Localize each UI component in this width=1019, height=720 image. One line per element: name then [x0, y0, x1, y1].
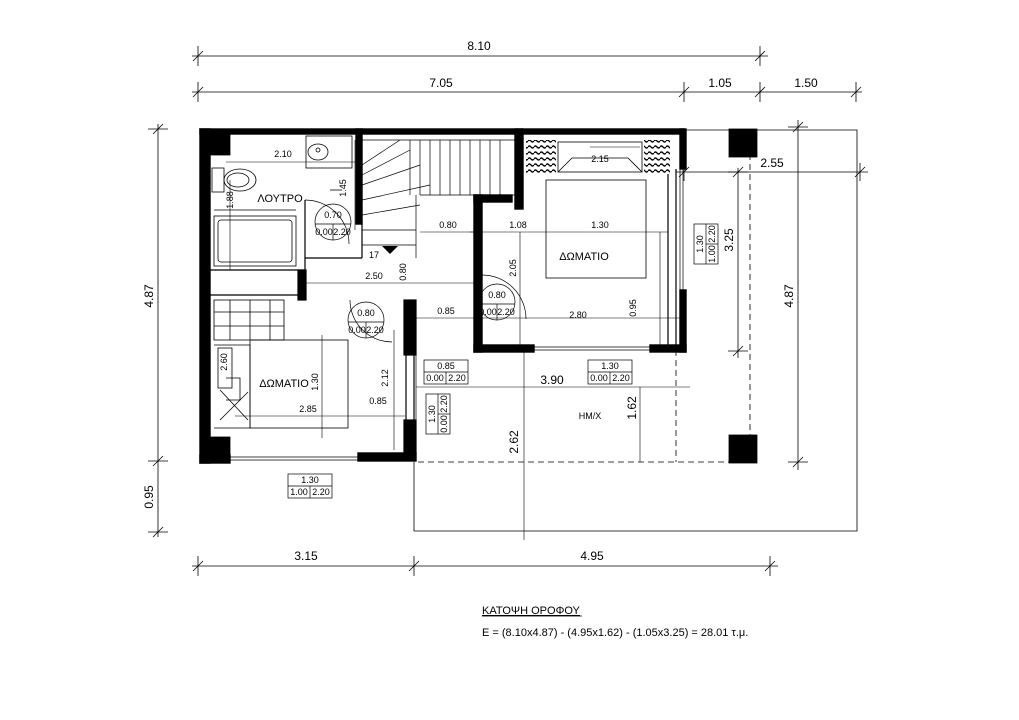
columns	[199, 128, 758, 464]
window-w2-sill: 0.00	[590, 373, 608, 383]
dim-room2-h: 1.30	[310, 373, 320, 391]
dim-room2-side: 2.60	[219, 353, 229, 371]
dim-room2-w: 2.85	[299, 404, 317, 414]
dim-stair-c: 1.08	[509, 220, 527, 230]
dim-right-line	[676, 120, 868, 470]
dim-top-c: 1.50	[794, 76, 818, 90]
door-d1-width: 0.70	[324, 210, 342, 220]
dim-right-top: 2.55	[760, 156, 784, 170]
dim-room2-v: 2.12	[380, 369, 390, 387]
room2-furniture	[213, 299, 349, 429]
dim-bal-w: 3.90	[540, 373, 564, 387]
window-w1-sill: 0.00	[426, 373, 444, 383]
dim-room1-b: 2.80	[569, 310, 587, 320]
area-formula: E = (8.10x4.87) - (4.95x1.62) - (1.05x3.…	[482, 627, 748, 639]
dim-top-total-line	[192, 46, 768, 66]
door-swings	[304, 199, 527, 343]
room-label-room2: ΔΩΜΑΤΙΟ	[259, 378, 309, 390]
dim-bal-h: 1.62	[625, 396, 639, 420]
room1-furniture	[526, 140, 670, 279]
window-w5-width: 1.30	[695, 235, 705, 253]
dim-bath-h2: 1.88	[225, 191, 235, 209]
dim-top-a: 7.05	[429, 76, 453, 90]
window-w2-height: 2.20	[612, 373, 630, 383]
dim-right-mid: 3.25	[722, 228, 736, 252]
door-d1-height: 2.20	[333, 227, 351, 237]
dim-bottom-line	[192, 556, 778, 576]
stair-number: 17	[369, 250, 379, 260]
door-d3-sill: 0.00	[479, 307, 497, 317]
dim-room1-v: 2.05	[508, 259, 518, 277]
room-label-room1: ΔΩΜΑΤΙΟ	[559, 251, 609, 263]
stair-arrow-icon	[382, 246, 398, 254]
dim-left-lower: 0.95	[142, 485, 156, 509]
window-w1-height: 2.20	[448, 373, 466, 383]
window-w4-height: 2.20	[439, 395, 449, 413]
dim-hall-w: 2.50	[365, 271, 383, 281]
dim-bal-lower: 2.62	[507, 430, 521, 454]
door-d3-height: 2.20	[497, 307, 515, 317]
room-label-balcony: ΗΜ/Χ	[579, 411, 602, 421]
bathroom-fixtures	[211, 135, 353, 267]
door-d2-sill: 0.00	[348, 325, 366, 335]
dim-bottom-b: 4.95	[580, 549, 604, 563]
dim-right-total: 4.87	[782, 284, 796, 308]
door-d2-width: 0.80	[357, 308, 375, 318]
dim-stair-b: 0.80	[398, 263, 408, 281]
dim-top-sub-line	[192, 82, 862, 102]
windows	[230, 169, 684, 461]
dim-bottom-a: 3.15	[294, 549, 318, 563]
dim-bath-w: 2.10	[274, 149, 292, 159]
balcony-outline	[413, 129, 858, 532]
dim-room1-w: 1.30	[591, 220, 609, 230]
window-w4-sill: 0.00	[439, 415, 449, 433]
window-w5-sill: 1.00	[707, 245, 717, 263]
window-w3-sill: 1.00	[290, 487, 308, 497]
window-w3-height: 2.20	[312, 487, 330, 497]
window-w1-width: 0.85	[437, 361, 455, 371]
dim-top-b: 1.05	[708, 76, 732, 90]
door-d2-height: 2.20	[366, 325, 384, 335]
dim-hall-a: 0.85	[437, 306, 455, 316]
window-w4-width: 1.30	[427, 405, 437, 423]
internal-walls	[210, 169, 677, 455]
door-d1-sill: 0.00	[315, 227, 333, 237]
drawing-title: ΚΑΤΟΨΗ ΟΡΟΦΟΥ	[482, 605, 581, 617]
window-w5-height: 2.20	[707, 225, 717, 243]
dim-room1-c: 0.95	[628, 299, 638, 317]
dim-left-line	[148, 123, 168, 538]
door-d3-width: 0.80	[488, 290, 506, 300]
room-label-bath: ΛΟΥΤΡΟ	[257, 193, 303, 205]
dim-top-total: 8.10	[467, 39, 491, 53]
window-w3-width: 1.30	[301, 475, 319, 485]
dim-left-total: 4.87	[142, 284, 156, 308]
dim-room2-b: 0.85	[369, 396, 387, 406]
stairs	[361, 139, 515, 258]
internal-dims	[226, 140, 690, 540]
dim-stair-a: 0.80	[439, 220, 457, 230]
dim-room1-top: 2.15	[591, 154, 609, 164]
window-w2-width: 1.30	[601, 361, 619, 371]
dim-bath-h1: 1.45	[338, 179, 348, 197]
